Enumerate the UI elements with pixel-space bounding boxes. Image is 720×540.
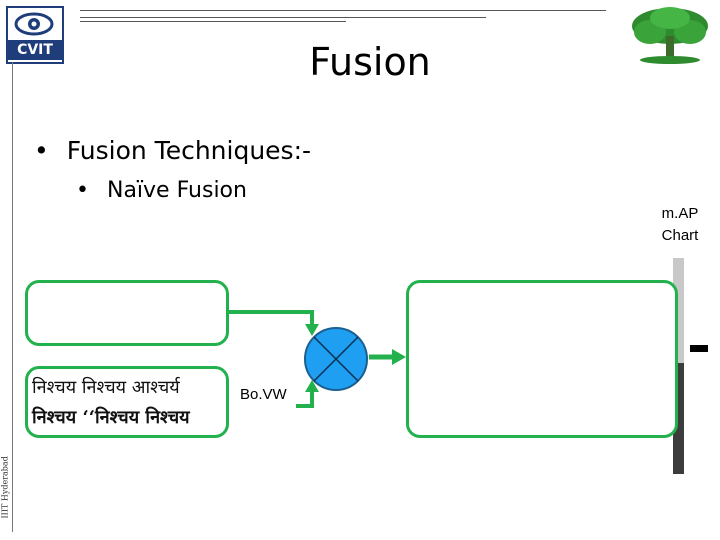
fusion-node-icon [304, 327, 368, 391]
word-samples-line1: निश्चय निश्चय आश्चर्य [32, 377, 180, 398]
cvit-logo: CVIT [6, 6, 64, 64]
arrow-top-head [305, 324, 319, 336]
word-samples-line2: निश्चय ‘‘निश्चय निश्चय [32, 407, 190, 428]
map-chart-label: m.AP Chart [650, 203, 710, 247]
bullet-level1: • Fusion Techniques:- [34, 136, 311, 165]
input-box-bottom [25, 366, 229, 438]
bullet-dot: • [34, 136, 49, 165]
word-image-samples: निश्चय निश्चय आश्चर्य निश्चय ‘‘निश्चय नि… [32, 373, 228, 433]
map-level-marker [690, 345, 708, 352]
map-label-line1: m.AP [661, 205, 699, 222]
slide-title: Fusion [309, 40, 431, 84]
map-label-line2: Chart [661, 227, 699, 244]
map-bar-level [673, 363, 684, 474]
output-box [406, 280, 678, 438]
bullet-dot: • [76, 178, 89, 203]
input-box-top [25, 280, 229, 346]
eye-icon [14, 12, 54, 36]
header-rule [80, 17, 486, 18]
header-rule [80, 21, 346, 22]
arrow-bottom-head [305, 380, 319, 392]
bullet-level2: • Naïve Fusion [76, 178, 247, 203]
bovw-label: Bo.VW [240, 386, 287, 403]
tree-logo-icon [632, 7, 708, 64]
bullet-level2-text: Naïve Fusion [106, 178, 247, 203]
map-bar-remaining [673, 258, 684, 363]
header-rule [80, 10, 606, 11]
arrow-bottom [296, 388, 314, 408]
left-border-line [12, 62, 13, 532]
arrow-top [229, 310, 314, 330]
logo-text: CVIT [8, 40, 62, 60]
bullet-level1-text: Fusion Techniques:- [66, 136, 312, 165]
arrow-output-head [392, 349, 406, 365]
